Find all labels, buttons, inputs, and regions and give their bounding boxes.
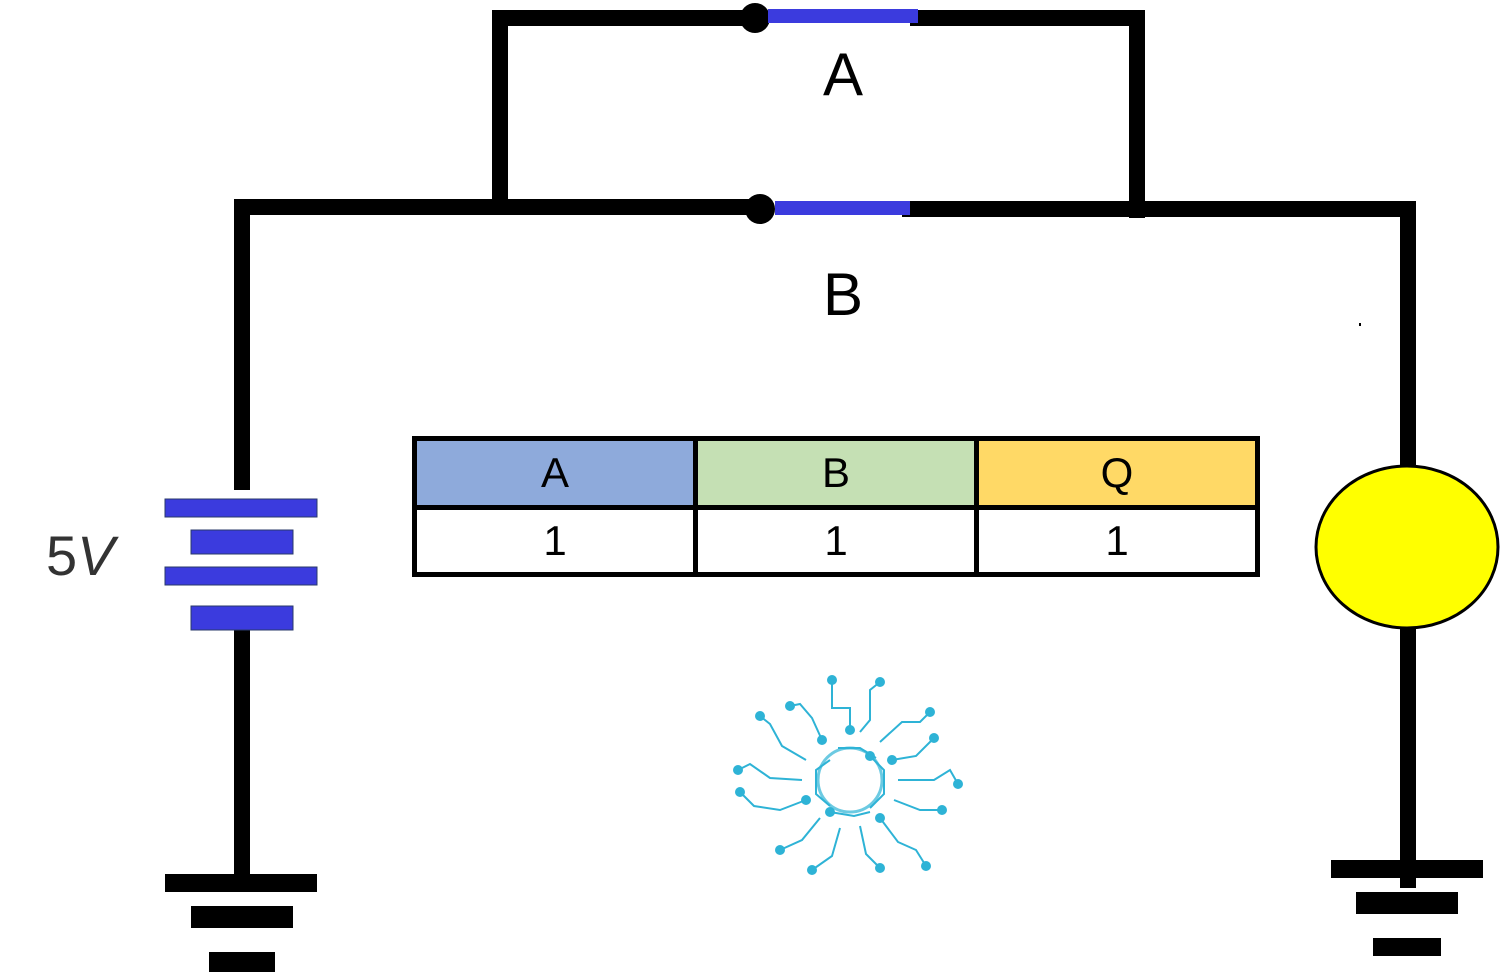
table-row: 1 1 1 (412, 505, 1260, 577)
main-wire (234, 199, 1416, 888)
battery-voltage-label: 5V (46, 524, 119, 587)
header-a: A (412, 436, 698, 510)
header-b: B (693, 436, 979, 510)
circuit-gear-logo-icon (733, 675, 963, 875)
header-q: Q (974, 436, 1260, 510)
switch-b-label: B (823, 261, 863, 328)
truth-table-header-row: A B Q (412, 436, 1260, 510)
cell-b-value: 1 (693, 505, 979, 577)
stray-mark (1359, 323, 1361, 326)
switch-a-pivot (740, 3, 770, 33)
switch-a-label: A (823, 41, 863, 108)
cell-a-value: 1 (412, 505, 698, 577)
battery-icon (160, 490, 325, 631)
voltage-value: 5 (46, 524, 77, 587)
lamp-icon (1314, 464, 1500, 630)
ground-icon (165, 874, 317, 972)
voltage-unit: V (77, 524, 119, 587)
cell-q-value: 1 (974, 505, 1260, 577)
switch-a (740, 3, 918, 33)
switch-b (745, 194, 910, 224)
switch-b-pivot (745, 194, 775, 224)
truth-table: A B Q 1 1 1 (412, 436, 1260, 577)
ground-icon (1331, 860, 1483, 956)
switch-a-branch (492, 10, 1145, 218)
